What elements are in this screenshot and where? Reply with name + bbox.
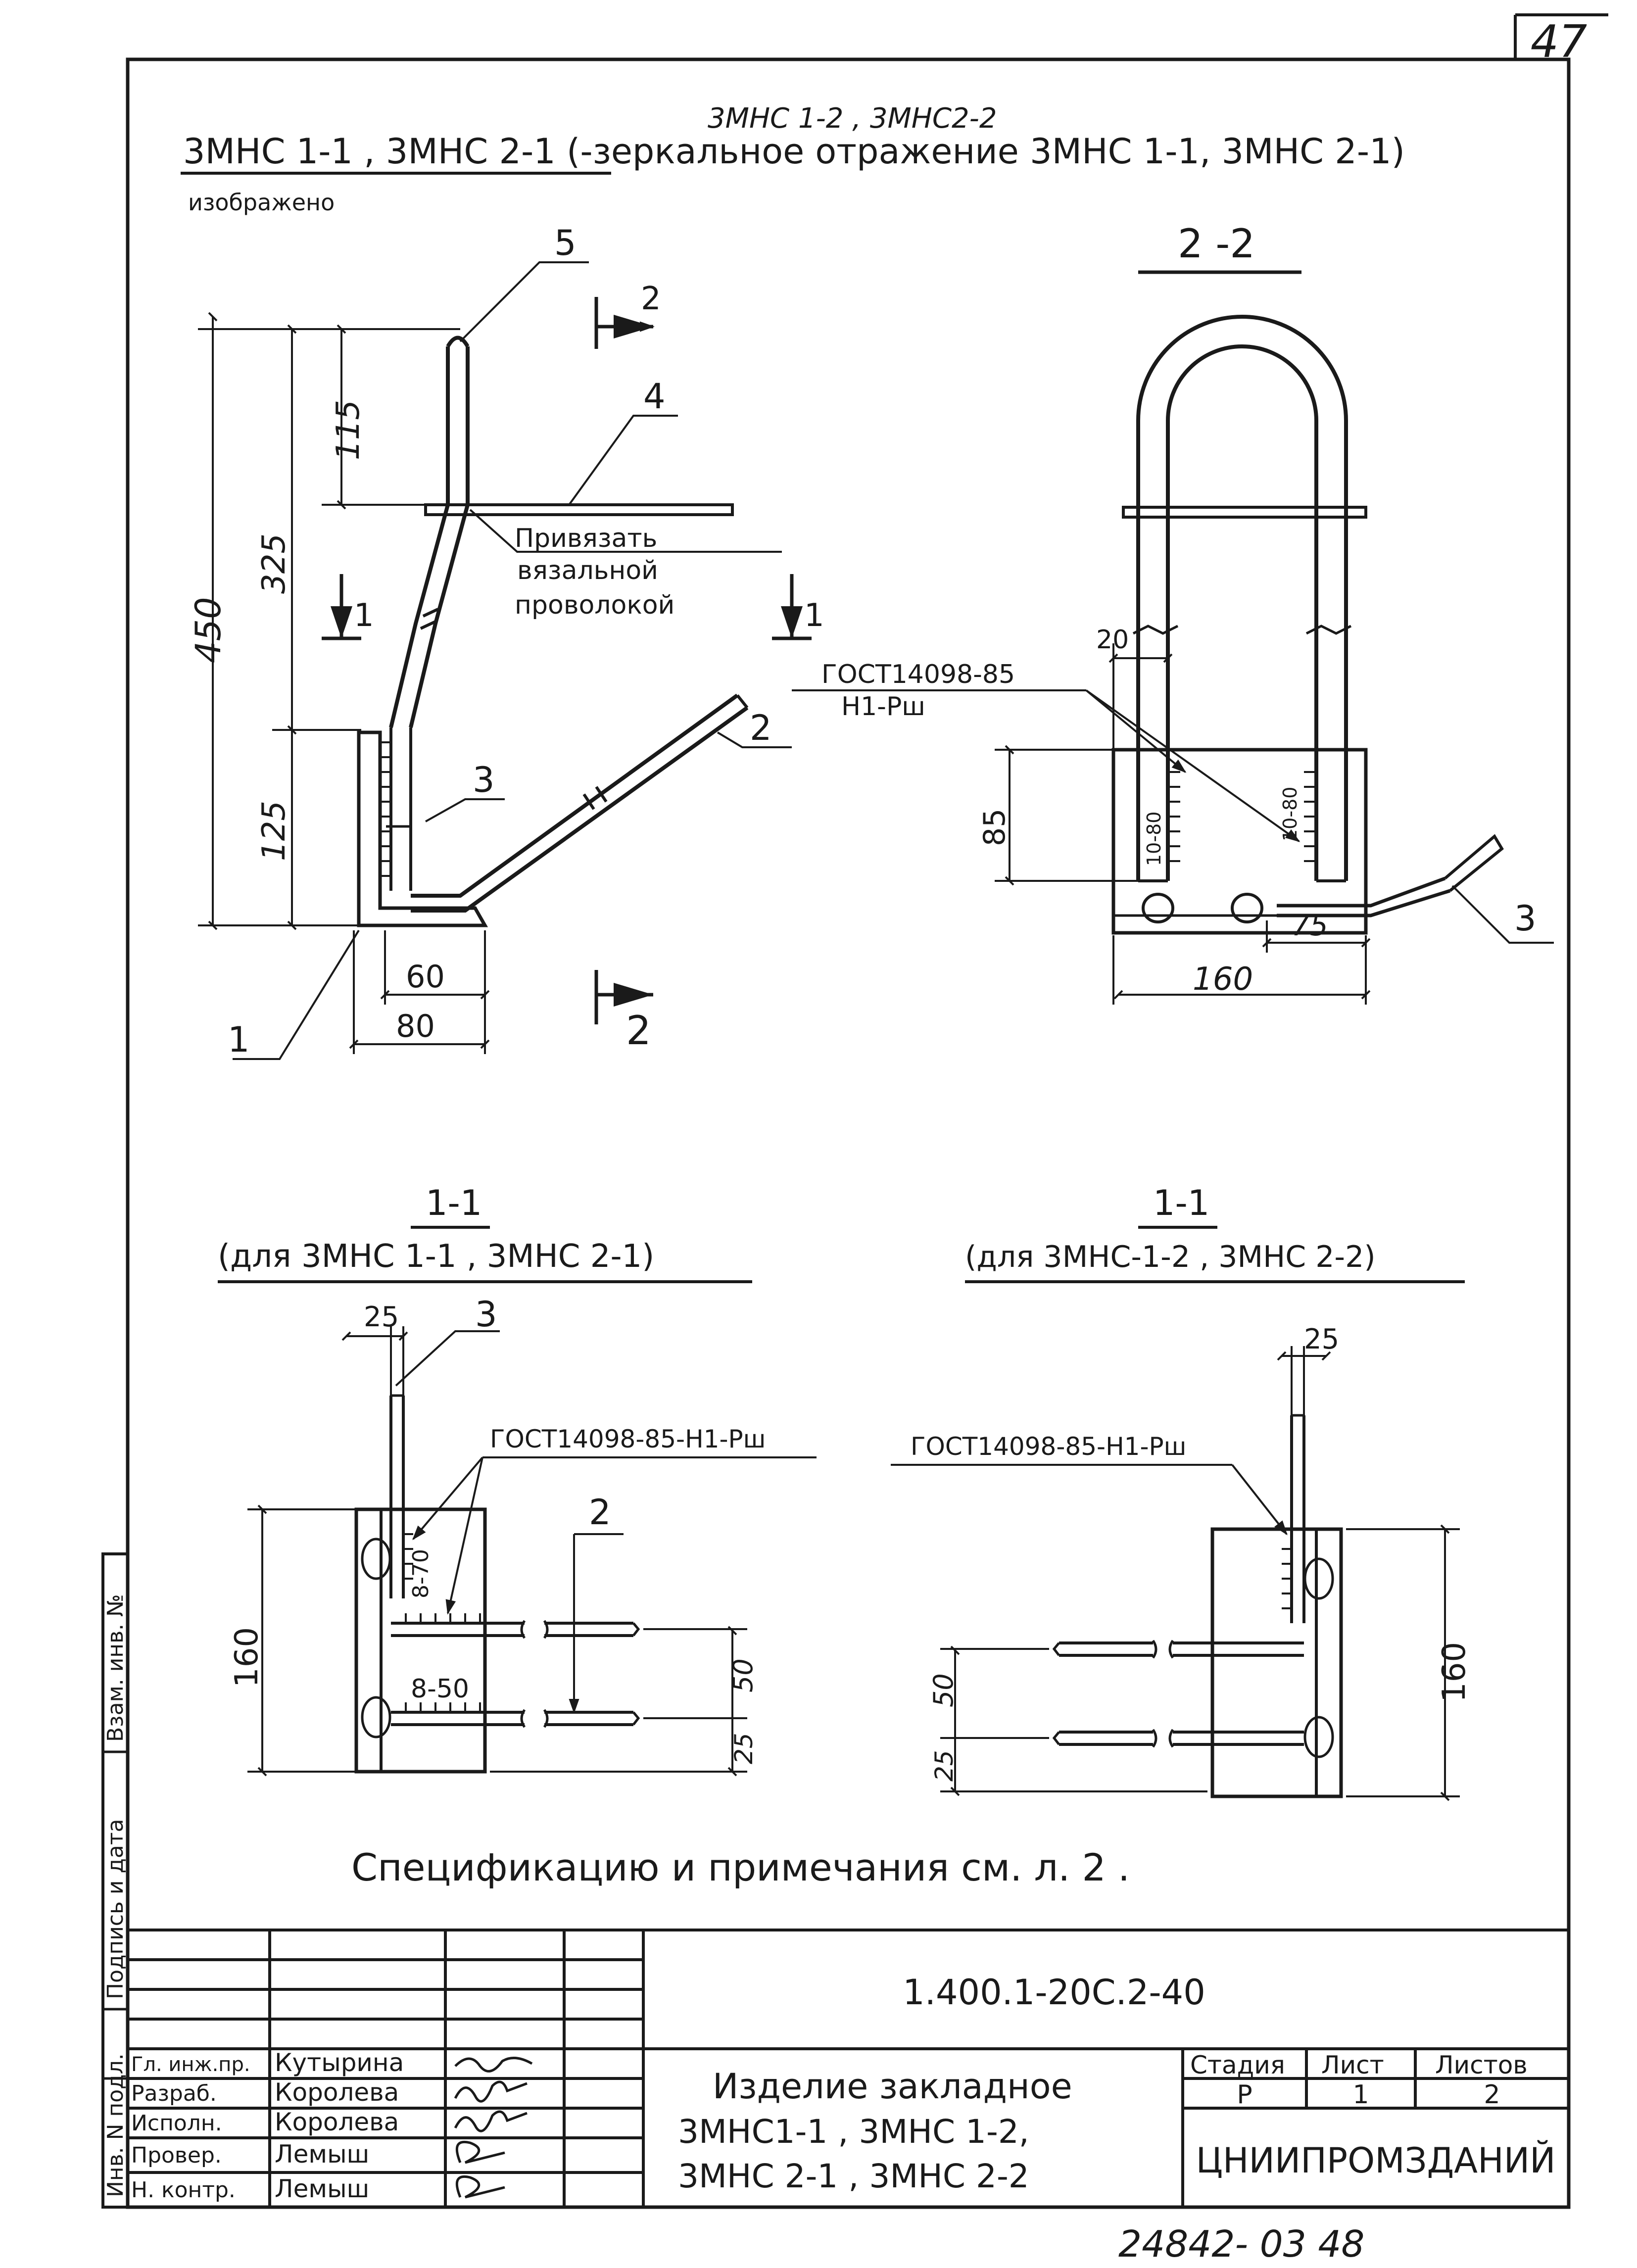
section-mark-1-right: 1 — [804, 597, 824, 634]
role-1: Гл. инж.пр. — [131, 2053, 250, 2076]
view11a-dim-25b: 25 — [729, 1733, 758, 1764]
view11b-dim-25b: 25 — [930, 1750, 959, 1782]
view11a-dim-50: 50 — [727, 1658, 759, 1692]
view11a-pos-3: 3 — [475, 1294, 497, 1335]
header-below: изображено — [188, 189, 335, 216]
frame — [101, 13, 1608, 2209]
weld-left: 10-80 — [1143, 812, 1165, 866]
val-stage: Р — [1237, 2080, 1252, 2110]
pos-5: 5 — [554, 223, 577, 263]
view11a-title: 1-1 — [426, 1183, 482, 1223]
dim-20: 20 — [1096, 625, 1129, 655]
section-mark-1-left: 1 — [354, 597, 374, 634]
role-3: Исполн. — [131, 2111, 222, 2136]
dim-60: 60 — [406, 959, 445, 995]
page-number: 47 — [1531, 16, 1588, 68]
section-mark-2-bottom: 2 — [626, 1008, 651, 1054]
dim-125: 125 — [256, 801, 292, 861]
side-stamp-cell3: Инв. N подл. — [103, 2053, 128, 2197]
section-mark-2-top: 2 — [641, 281, 661, 317]
header-main: 3МНС 1-1 , 3МНС 2-1 (-зеркальное отражен… — [183, 131, 1405, 172]
dim-85: 85 — [977, 809, 1012, 846]
name-line2: 3МНС1-1 , 3МНС 1-2, — [678, 2113, 1029, 2151]
col-stage: Стадия — [1190, 2051, 1285, 2079]
view11b-title: 1-1 — [1153, 1183, 1209, 1223]
dim-325: 325 — [256, 533, 292, 594]
view11a-dim-160: 160 — [229, 1627, 265, 1688]
view-main: 450 325 115 125 60 80 — [188, 223, 824, 1060]
pos-4: 4 — [643, 376, 666, 417]
pos-1: 1 — [228, 1019, 250, 1060]
view-1-1-a: 1-1 (для 3МНС 1-1 , 3МНС 2-1) 8-70 8-50 — [218, 1183, 817, 1777]
view22-weld-note-2: Н1-Рш — [841, 692, 925, 722]
side-stamp-cell1: Взам. инв. № — [103, 1594, 128, 1742]
person-1: Кутырина — [275, 2048, 404, 2077]
person-5: Лемыш — [275, 2174, 369, 2203]
view11b-dim-160: 160 — [1436, 1642, 1473, 1702]
view11a-weld-note: ГОСТ14098-85-Н1-Рш — [490, 1425, 766, 1453]
view11b-dim-25: 25 — [1304, 1323, 1339, 1355]
dim-115: 115 — [330, 400, 367, 460]
col-sheets: Листов — [1435, 2051, 1528, 2079]
view22-title: 2 -2 — [1178, 221, 1255, 267]
person-3: Королева — [275, 2108, 399, 2136]
view11a-weld-top: 8-70 — [408, 1549, 433, 1598]
view-1-1-b: 1-1 (для 3МНС-1-2 , 3МНС 2-2) ГОСТ14098-… — [891, 1183, 1473, 1801]
weld-right: 10-80 — [1279, 787, 1301, 841]
view11b-subtitle: (для 3МНС-1-2 , 3МНС 2-2) — [965, 1240, 1376, 1274]
val-sheet: 1 — [1352, 2080, 1369, 2110]
view11a-weld-bottom: 8-50 — [411, 1674, 469, 1704]
org-name: ЦНИИПРОМЗДАНИЙ — [1196, 2140, 1556, 2181]
title-block: 1.400.1-20С.2-40 Изделие закладное 3МНС1… — [128, 1929, 1569, 2207]
dim-160: 160 — [1193, 961, 1253, 998]
val-sheets: 2 — [1484, 2080, 1500, 2110]
person-4: Лемыш — [275, 2140, 369, 2169]
side-stamp-cell2: Подпись и дата — [103, 1819, 128, 1999]
side-stamp: Взам. инв. № Подпись и дата Инв. N подл. — [103, 1594, 128, 2197]
view11a-pos-2: 2 — [589, 1492, 611, 1533]
note-line1: Привязать — [515, 524, 657, 553]
person-2: Королева — [275, 2078, 399, 2107]
spec-note: Спецификацию и примечания см. л. 2 . — [351, 1845, 1130, 1889]
role-4: Провер. — [131, 2143, 222, 2168]
name-line3: 3МНС 2-1 , 3МНС 2-2 — [678, 2157, 1029, 2195]
view11b-dim-50: 50 — [928, 1673, 959, 1707]
view22-pos-3: 3 — [1514, 898, 1537, 939]
doc-code: 1.400.1-20С.2-40 — [903, 1972, 1205, 2013]
view11a-dim-25: 25 — [364, 1301, 399, 1333]
bottom-code: 24842- 03 48 — [1118, 2223, 1364, 2266]
note-line2: вязальной — [517, 556, 658, 585]
dim-80: 80 — [396, 1008, 435, 1044]
col-sheet: Лист — [1321, 2051, 1384, 2079]
view-2-2: 2 -2 10-80 10-80 — [792, 221, 1554, 1005]
role-2: Разраб. — [131, 2081, 217, 2106]
signatures — [454, 2057, 533, 2199]
pos-3: 3 — [473, 760, 495, 800]
view22-weld-note-1: ГОСТ14098-85 — [821, 660, 1015, 689]
note-line3: проволокой — [515, 590, 674, 620]
view11a-subtitle: (для 3МНС 1-1 , 3МНС 2-1) — [218, 1238, 654, 1275]
role-5: Н. контр. — [131, 2177, 236, 2203]
dim-75: 75 — [1292, 909, 1328, 942]
header: 3МНС 1-2 , 3МНС2-2 3МНС 1-1 , 3МНС 2-1 (… — [181, 102, 1405, 216]
pos-2: 2 — [750, 708, 772, 748]
dim-450: 450 — [188, 597, 229, 663]
view11b-weld-note: ГОСТ14098-85-Н1-Рш — [911, 1432, 1186, 1461]
header-above: 3МНС 1-2 , 3МНС2-2 — [708, 102, 997, 135]
name-line1: Изделие закладное — [713, 2066, 1072, 2107]
